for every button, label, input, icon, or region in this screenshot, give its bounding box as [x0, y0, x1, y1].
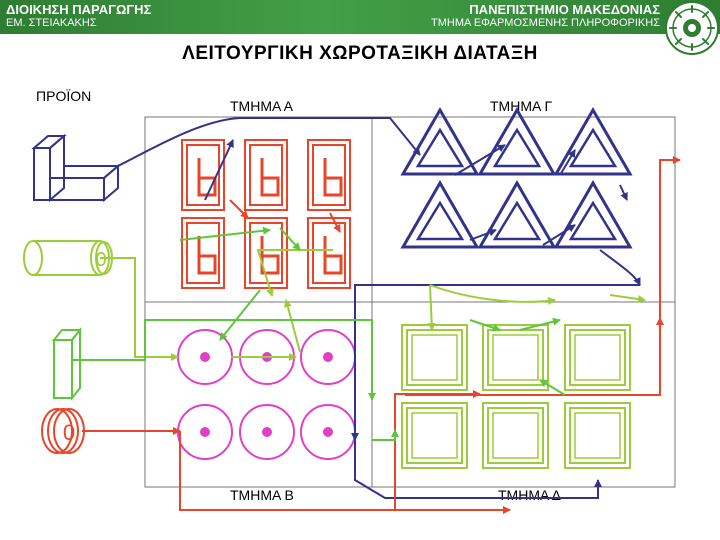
- header-course-title: ΔΙΟΙΚΗΣΗ ΠΑΡΑΓΩΓΗΣ: [6, 2, 152, 17]
- flow-blue-c3: [619, 184, 628, 201]
- department-b-label: ΤΜΗΜΑ Β: [230, 487, 294, 503]
- flow-green-a-to-b: [219, 289, 261, 341]
- flow-green-d2: [469, 319, 501, 332]
- round-machine-icon: [300, 329, 356, 385]
- lathe-machine-icon: [181, 139, 225, 211]
- cylinder-product-mark: 0: [95, 249, 106, 271]
- flow-olive-to-dept-b: [100, 257, 179, 361]
- flow-red-to-dept-c: [659, 156, 681, 318]
- flow-blue-c1: [454, 144, 506, 176]
- department-a-label: ΤΜΗΜΑ Α: [230, 98, 294, 114]
- flow-blue-c4: [599, 249, 641, 286]
- page-title: ΛΕΙΤΟΥΡΓΙΚΗ ΧΩΡΟΤΑΞΙΚΗ ΔΙΑΤΑΞΗ: [182, 43, 538, 64]
- round-machine-icon: [177, 404, 233, 460]
- flow-blue-c6: [469, 228, 497, 241]
- block-product-icon: [51, 327, 83, 401]
- lathe-machine-icon: [244, 139, 288, 211]
- flow-olive-b2: [283, 299, 301, 353]
- lathe-machine-icon: [244, 217, 288, 289]
- triangle-machine-icon: [477, 180, 557, 249]
- flow-red-a2: [329, 212, 341, 233]
- round-machine-icon: [177, 329, 233, 385]
- flow-blue-c2: [559, 149, 576, 176]
- flow-blue-a1: [204, 139, 234, 201]
- triangle-machine-icon: [553, 107, 633, 176]
- flow-green-d4: [539, 379, 566, 396]
- disc-product-icon: 0: [41, 408, 85, 454]
- flow-green-d3: [519, 317, 561, 331]
- square-machine-icon: [401, 402, 468, 469]
- square-machine-icon: [564, 402, 631, 469]
- flow-green-a2: [279, 227, 301, 251]
- header-bar: ΔΙΟΙΚΗΣΗ ΠΑΡΑΓΩΓΗΣ ΕΜ. ΣΤΕΙΑΚΑΚΗΣ ΠΑΝΕΠΙ…: [0, 0, 720, 34]
- square-machine-icon: [482, 324, 549, 391]
- l-bracket-product-icon: [31, 133, 121, 203]
- flow-green-d1: [372, 429, 399, 441]
- department-c-label: ΤΜΗΜΑ Γ: [490, 98, 553, 114]
- header-university: ΠΑΝΕΠΙΣΤΗΜΙΟ ΜΑΚΕΔΟΝΙΑΣ: [469, 2, 660, 17]
- round-machine-icon: [300, 404, 356, 460]
- flow-blue-c5: [542, 224, 576, 246]
- triangle-machine-icon: [400, 180, 480, 249]
- flow-blue-to-dept-b: [351, 284, 640, 441]
- flow-green-a1: [179, 226, 271, 241]
- flow-olive-c-to-d: [429, 284, 556, 305]
- triangle-machine-icon: [400, 107, 480, 176]
- header-department: ΤΜΗΜΑ ΕΦΑΡΜΟΣΜΕΝΗΣ ΠΛΗΡΟΦΟΡΙΚΗΣ: [431, 17, 660, 29]
- disc-product-mark: 0: [63, 420, 75, 445]
- flow-green-to-dept-d: [72, 319, 376, 401]
- lathe-machine-icon: [307, 139, 351, 211]
- flow-olive-d1: [609, 294, 646, 303]
- header-author: ΕΜ. ΣΤΕΙΑΚΑΚΗΣ: [6, 17, 97, 29]
- square-machine-icon: [482, 402, 549, 469]
- flow-olive-a-to-b: [256, 249, 333, 297]
- lathe-machine-icon: [181, 217, 225, 289]
- round-machine-icon: [239, 404, 295, 460]
- flow-red-a1: [229, 199, 249, 219]
- flow-olive-to-dept-d: [427, 284, 436, 331]
- triangle-machine-icon: [477, 107, 557, 176]
- cylinder-product-icon: 0: [23, 240, 113, 276]
- square-machine-icon: [401, 324, 468, 391]
- lathe-machine-icon: [307, 217, 351, 289]
- flow-blue-to-dept-d: [354, 440, 602, 499]
- product-label: ΠΡΟΪΟΝ: [36, 88, 92, 104]
- university-seal-icon: [665, 1, 719, 55]
- square-machine-icon: [564, 324, 631, 391]
- flow-red-d1: [405, 317, 664, 396]
- triangle-machine-icon: [553, 180, 633, 249]
- flow-blue-to-dept-c: [117, 117, 421, 167]
